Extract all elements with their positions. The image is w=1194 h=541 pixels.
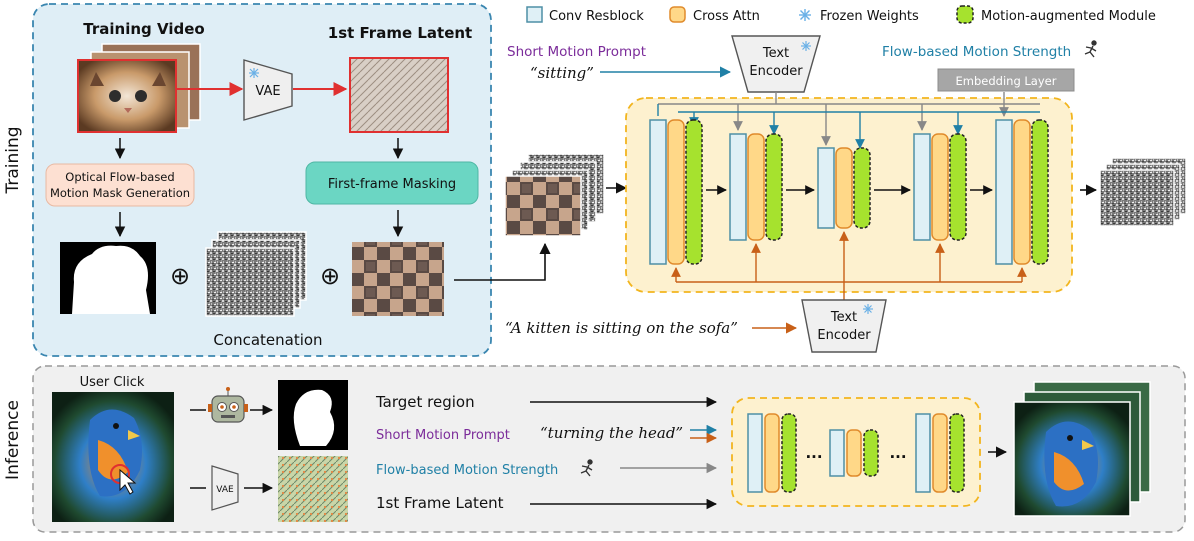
cross-attn-block — [835, 147, 853, 229]
legend: Conv Resblock Cross Attn Frozen Weights … — [526, 5, 1156, 24]
ellipsis-1: ... — [805, 444, 822, 462]
embedding-layer-label: Embedding Layer — [956, 74, 1057, 88]
output-video-frames — [1013, 381, 1151, 517]
oplus-symbol-1: ⊕ — [170, 262, 190, 290]
inference-side-label: Inference — [3, 400, 23, 480]
cross-attn-block — [931, 133, 949, 241]
unet-block-2 — [729, 133, 783, 241]
first-frame-masking-box — [305, 161, 479, 205]
vae-label-training: VAE — [255, 84, 280, 99]
first-frame-latent-label-inference: 1st Frame Latent — [376, 494, 504, 512]
target-region-label: Target region — [375, 393, 475, 411]
short-motion-prompt-label-inference: Short Motion Prompt — [376, 428, 510, 443]
text-embedding-lines — [658, 92, 1040, 105]
short-prompt-text-training: “sitting” — [530, 64, 594, 82]
motion-augmented-module — [781, 413, 797, 493]
caption-embedding-lines — [671, 231, 1027, 300]
conv-resblock — [817, 147, 835, 229]
bird-mask-image — [278, 380, 348, 450]
cross-attn-block — [667, 119, 685, 265]
legend-cross-attn-swatch — [669, 6, 686, 23]
conv-resblock — [915, 413, 931, 493]
motion-strength-lines — [678, 111, 1040, 149]
motion-augmented-module — [765, 133, 783, 241]
first-frame-latent-image — [349, 57, 449, 133]
motion-mask-image — [60, 242, 156, 314]
legend-conv-label: Conv Resblock — [549, 9, 644, 24]
runner-icon — [1084, 40, 1097, 58]
concatenation-label: Concatenation — [213, 331, 322, 349]
flow-motion-strength-label-training: Flow-based Motion Strength — [882, 44, 1071, 60]
cross-attn-block — [747, 133, 765, 241]
conv-resblock — [729, 133, 747, 241]
bird-image — [52, 392, 174, 522]
legend-motion-swatch — [956, 5, 974, 24]
snowflake-icon — [799, 9, 811, 21]
runner-icon — [580, 459, 593, 477]
conv-resblock — [829, 429, 845, 477]
first-frame-masking-label: First-frame Masking — [328, 177, 456, 192]
masked-latent-image — [352, 242, 444, 316]
cross-attn-block — [932, 413, 948, 493]
text-encoder-bottom: Text Encoder — [801, 299, 887, 353]
inference-block-1 — [747, 413, 797, 493]
short-prompt-text-inference: “turning the head” — [540, 424, 683, 442]
optical-flow-box — [45, 163, 195, 207]
first-frame-latent-title: 1st Frame Latent — [328, 24, 472, 42]
optical-flow-line2: Motion Mask Generation — [50, 186, 190, 200]
cross-attn-block — [764, 413, 780, 493]
text-encoder-top-line2: Encoder — [749, 64, 803, 79]
motion-augmented-module — [853, 147, 871, 229]
inference-block-2 — [829, 429, 879, 477]
text-encoder-top: Text Encoder — [731, 35, 821, 93]
inference-block-3 — [915, 413, 965, 493]
motion-augmented-module — [1031, 119, 1049, 265]
motion-augmented-module — [949, 413, 965, 493]
snowflake-icon — [801, 41, 811, 51]
training-video-frames — [77, 43, 201, 133]
snowflake-icon — [249, 68, 259, 78]
flow-motion-strength-label-inference: Flow-based Motion Strength — [376, 463, 558, 478]
vae-encoder-inference: VAE — [211, 465, 239, 511]
ellipsis-2: ... — [889, 444, 906, 462]
embedding-layer-box — [937, 68, 1075, 92]
text-encoder-top-line1: Text — [762, 46, 789, 61]
vae-encoder-training: VAE — [243, 59, 293, 121]
training-video-title: Training Video — [83, 20, 204, 38]
snowflake-icon — [863, 304, 873, 314]
legend-cross-attn-label: Cross Attn — [693, 9, 760, 24]
legend-frozen-label: Frozen Weights — [820, 9, 919, 24]
cross-attn-block — [1013, 119, 1031, 265]
conv-resblock — [649, 119, 667, 265]
caption-text: “A kitten is sitting on the sofa” — [505, 319, 738, 337]
conv-resblock — [913, 133, 931, 241]
motion-augmented-module — [949, 133, 967, 241]
conv-resblock — [995, 119, 1013, 265]
unet-block-4 — [913, 133, 967, 241]
legend-motion-label: Motion-augmented Module — [981, 9, 1156, 24]
unet-block-1 — [649, 119, 703, 265]
conv-resblock — [747, 413, 763, 493]
short-motion-prompt-label-training: Short Motion Prompt — [507, 44, 646, 60]
training-side-label: Training — [3, 126, 23, 194]
legend-conv-swatch — [526, 6, 543, 23]
robot-icon — [208, 387, 248, 423]
vae-label-inference: VAE — [216, 485, 234, 495]
cross-attn-block — [846, 429, 862, 477]
inference-first-frame-latent-image — [278, 456, 348, 522]
unet-block-3 — [817, 147, 871, 229]
optical-flow-line1: Optical Flow-based — [65, 170, 174, 184]
text-encoder-bottom-line1: Text — [830, 310, 857, 325]
motion-augmented-module — [863, 429, 879, 477]
user-click-label: User Click — [80, 375, 145, 390]
noise-stack-training — [205, 231, 307, 317]
unet-input-stack — [504, 153, 605, 237]
text-encoder-bottom-line2: Encoder — [817, 328, 871, 343]
output-noise-stack — [1099, 157, 1187, 227]
oplus-symbol-2: ⊕ — [320, 262, 340, 290]
motion-augmented-module — [685, 119, 703, 265]
inference-panel — [32, 365, 1186, 533]
unet-block-5 — [995, 119, 1049, 265]
